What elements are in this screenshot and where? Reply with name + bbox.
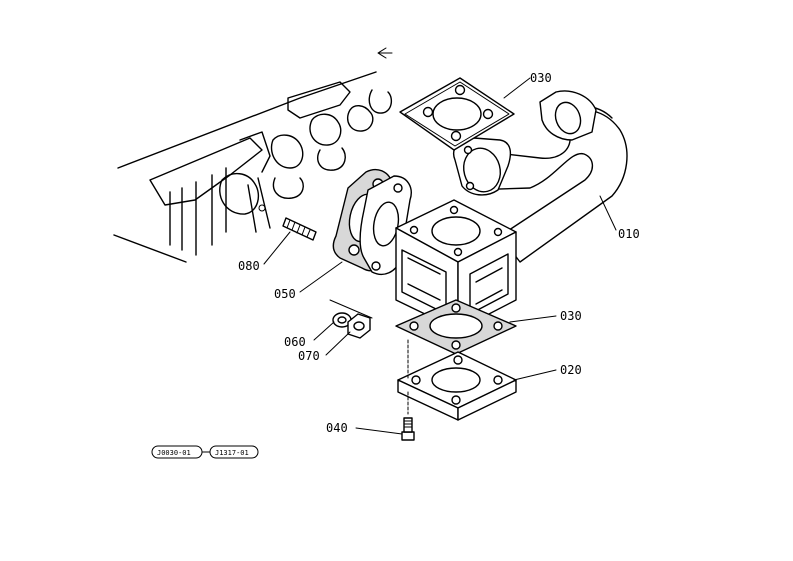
leader-lines [263,77,617,435]
label-080: 080 [238,259,260,273]
reference-tag-1: J0030-01 [157,449,191,457]
engine-block [113,71,393,263]
bolt-040 [401,417,415,441]
label-070: 070 [298,349,320,363]
nut-070 [347,313,371,339]
gasket-030-upper [399,77,515,151]
elbow-pipe-010 [453,90,628,263]
label-030-upper: 030 [530,71,552,85]
fastener-axis-line [329,299,373,319]
reference-tag-2: J1317-01 [215,449,249,457]
reference-tags: J0030-01 J1317-01 [151,445,259,459]
gasket-030-lower [395,299,517,355]
label-050: 050 [274,287,296,301]
direction-mark [377,47,393,59]
stud-080 [282,217,317,241]
label-040: 040 [326,421,348,435]
label-020: 020 [560,363,582,377]
label-030-lower: 030 [560,309,582,323]
flange-plate-020 [397,351,517,421]
label-010: 010 [618,227,640,241]
label-060: 060 [284,335,306,349]
